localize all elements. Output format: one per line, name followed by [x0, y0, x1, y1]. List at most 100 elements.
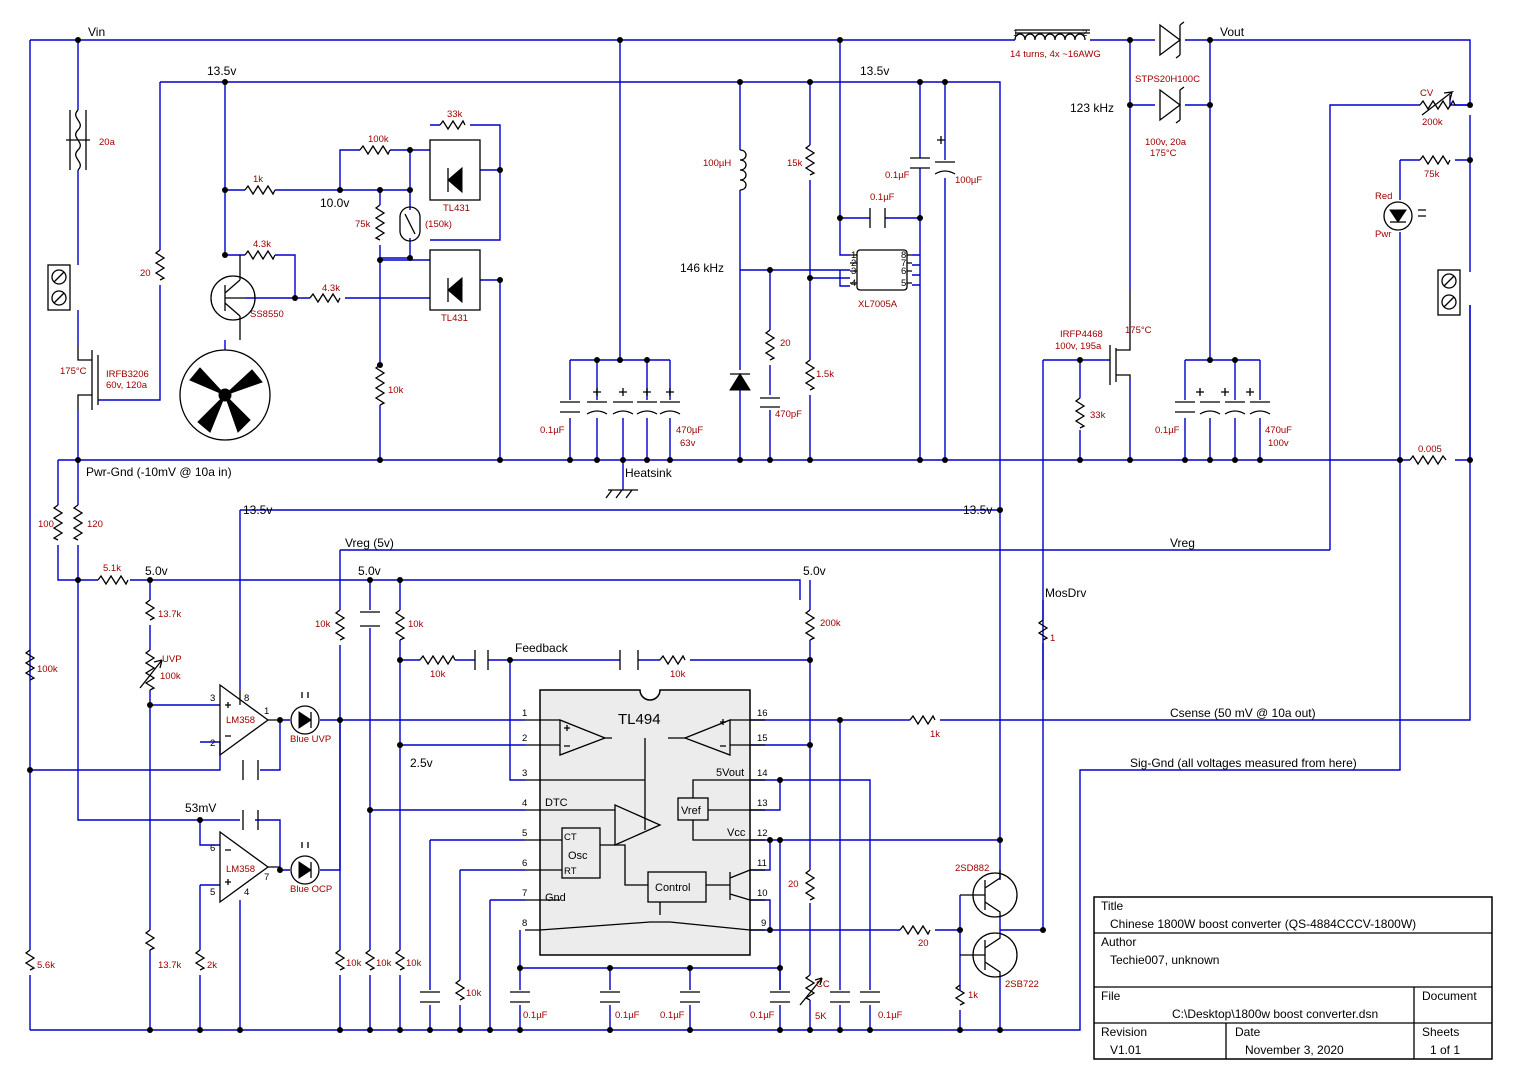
- svg-text:33k: 33k: [1090, 410, 1106, 421]
- svg-text:5: 5: [210, 887, 215, 898]
- svg-text:Control: Control: [655, 882, 690, 894]
- svg-text:2k: 2k: [207, 960, 217, 971]
- net-mosdrv: MosDrv: [1045, 586, 1086, 600]
- svg-text:6: 6: [210, 843, 215, 854]
- svg-text:RT: RT: [564, 866, 577, 877]
- net-vreg5: Vreg (5v): [345, 536, 394, 550]
- svg-text:15: 15: [757, 733, 768, 744]
- svg-text:8: 8: [522, 918, 527, 929]
- bjt-drivers: [960, 870, 1018, 978]
- svg-text:4: 4: [522, 798, 527, 809]
- svg-text:470pF: 470pF: [775, 409, 802, 420]
- svg-text:175°C: 175°C: [1125, 325, 1152, 336]
- svg-text:5: 5: [901, 278, 906, 289]
- svg-text:CC: CC: [816, 979, 830, 990]
- net-vout: Vout: [1220, 25, 1245, 39]
- inductors: [739, 29, 1090, 191]
- net-135-a: 13.5v: [207, 64, 236, 78]
- diodes: [610, 21, 1185, 728]
- net-50-a: 5.0v: [145, 564, 168, 578]
- labels: Vin 13.5v 13.5v 10.0v Vout 123 kHz 146 k…: [37, 25, 1477, 1057]
- svg-text:2: 2: [522, 733, 527, 744]
- capacitors: [242, 157, 1271, 1003]
- net-146khz: 146 kHz: [680, 261, 724, 275]
- net-50-b: 5.0v: [358, 564, 381, 578]
- svg-text:100v, 20a: 100v, 20a: [1145, 137, 1187, 148]
- opamp-signs: [225, 702, 726, 885]
- svg-text:470uF: 470uF: [1265, 425, 1292, 436]
- svg-text:4.3k: 4.3k: [253, 239, 271, 250]
- svg-text:1.5k: 1.5k: [816, 369, 834, 380]
- tb-sheets: 1 of 1: [1430, 1043, 1460, 1057]
- svg-text:20a: 20a: [99, 137, 116, 148]
- svg-text:10k: 10k: [346, 958, 362, 969]
- svg-text:20: 20: [140, 268, 151, 279]
- svg-text:10k: 10k: [670, 669, 686, 680]
- svg-text:0.1µF: 0.1µF: [750, 1010, 775, 1021]
- svg-text:13: 13: [757, 798, 768, 809]
- ntc-thermistor: [399, 206, 421, 242]
- svg-text:20: 20: [788, 879, 799, 890]
- svg-text:10k: 10k: [315, 619, 331, 630]
- svg-text:1: 1: [264, 706, 269, 717]
- svg-text:100k: 100k: [37, 664, 58, 675]
- svg-text:3: 3: [851, 266, 856, 277]
- net-25v: 2.5v: [410, 756, 433, 770]
- net-vreg: Vreg: [1170, 536, 1195, 550]
- svg-text:11: 11: [757, 858, 767, 869]
- svg-text:TL431: TL431: [441, 313, 468, 324]
- svg-text:4: 4: [244, 887, 249, 898]
- svg-text:63v: 63v: [680, 438, 696, 449]
- fan-symbol: [179, 349, 271, 441]
- svg-text:Blue UVP: Blue UVP: [290, 734, 331, 745]
- mosfets: [77, 290, 1131, 410]
- net-siggnd: Sig-Gnd (all voltages measured from here…: [1130, 756, 1357, 770]
- svg-text:Gnd: Gnd: [545, 892, 566, 904]
- svg-text:200k: 200k: [820, 618, 841, 629]
- svg-text:10k: 10k: [466, 988, 482, 999]
- net-csense: Csense (50 mV @ 10a out): [1170, 706, 1316, 720]
- xl7005-ic: [850, 249, 912, 291]
- svg-text:3: 3: [522, 768, 527, 779]
- net-heatsink: Heatsink: [625, 466, 673, 480]
- svg-text:9: 9: [761, 918, 766, 929]
- svg-text:100v, 195a: 100v, 195a: [1055, 341, 1102, 352]
- svg-text:7: 7: [901, 258, 906, 269]
- svg-text:Pwr: Pwr: [1375, 229, 1391, 240]
- svg-text:2SD882: 2SD882: [955, 863, 989, 874]
- svg-text:0.1µF: 0.1µF: [1155, 425, 1180, 436]
- svg-text:8: 8: [244, 693, 249, 704]
- tb-revision: V1.01: [1110, 1043, 1142, 1057]
- svg-text:0.1µF: 0.1µF: [878, 1010, 903, 1021]
- svg-text:2: 2: [210, 738, 215, 749]
- svg-text:1: 1: [1050, 633, 1055, 644]
- svg-text:10k: 10k: [388, 385, 404, 396]
- svg-text:2: 2: [851, 258, 856, 269]
- svg-text:1: 1: [1013, 28, 1018, 39]
- tb-author-label: Author: [1101, 935, 1136, 949]
- svg-text:Vcc: Vcc: [727, 827, 746, 839]
- svg-text:75k: 75k: [1424, 169, 1440, 180]
- svg-text:20: 20: [918, 938, 929, 949]
- opamps: [219, 683, 280, 904]
- svg-text:6: 6: [522, 858, 527, 869]
- svg-text:XL7005A: XL7005A: [858, 299, 898, 310]
- svg-text:10k: 10k: [376, 958, 392, 969]
- svg-text:7: 7: [264, 872, 269, 883]
- svg-text:14 turns, 4x ~16AWG: 14 turns, 4x ~16AWG: [1010, 49, 1101, 60]
- net-135-b: 13.5v: [860, 64, 889, 78]
- svg-text:20: 20: [780, 338, 791, 349]
- svg-text:1k: 1k: [930, 729, 940, 740]
- net-feedback: Feedback: [515, 641, 569, 655]
- wires: [29, 39, 1471, 1031]
- ground-symbol: [605, 489, 638, 499]
- svg-text:1: 1: [522, 708, 527, 719]
- tb-author: Techie007, unknown: [1110, 953, 1219, 967]
- svg-text:Osc: Osc: [568, 850, 588, 862]
- tb-document-label: Document: [1422, 989, 1477, 1003]
- svg-text:12: 12: [757, 828, 768, 839]
- svg-text:15k: 15k: [787, 158, 803, 169]
- label-r0005: 0.005: [1418, 444, 1442, 455]
- svg-text:100µH: 100µH: [703, 158, 731, 169]
- resistors: [24, 119, 1451, 1006]
